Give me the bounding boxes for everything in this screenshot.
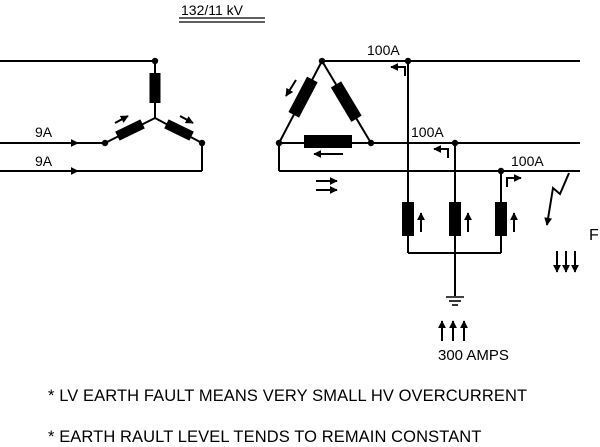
fault-label: F bbox=[589, 227, 599, 244]
earth-ground-icon bbox=[446, 296, 464, 306]
star-current-arrow-right bbox=[179, 115, 194, 124]
lv-current-label-3: 100A bbox=[511, 153, 544, 169]
ct-coil-2 bbox=[449, 202, 461, 236]
star-coil-top bbox=[149, 73, 161, 103]
delta-coil-bottom bbox=[304, 135, 352, 148]
ct-circuit bbox=[407, 61, 502, 296]
lv-current-label-2: 100A bbox=[411, 124, 444, 140]
star-node-left bbox=[101, 139, 109, 147]
star-winding-primary bbox=[0, 60, 203, 172]
ct-coil-1 bbox=[402, 202, 414, 236]
delta-coil-left bbox=[288, 76, 318, 118]
primary-current-label-2: 9A bbox=[35, 153, 53, 169]
ct-node-2 bbox=[451, 139, 459, 147]
star-coil-right bbox=[164, 119, 194, 141]
delta-node-left bbox=[275, 139, 283, 147]
ct-node-1 bbox=[404, 57, 412, 65]
star-coil-left bbox=[115, 119, 145, 141]
star-current-arrow-left bbox=[114, 115, 129, 124]
delta-coil-right bbox=[330, 81, 362, 122]
primary-current-label-1: 9A bbox=[35, 124, 53, 140]
ct-node-3 bbox=[497, 167, 505, 175]
delta-current-arrow-left bbox=[285, 79, 297, 97]
lv-current-arrow-3 bbox=[506, 174, 522, 187]
star-node-top bbox=[151, 57, 159, 65]
delta-node-top bbox=[318, 57, 326, 65]
ct-coil-3 bbox=[495, 202, 507, 236]
note-lv-earth-fault: * LV EARTH FAULT MEANS VERY SMALL HV OVE… bbox=[48, 387, 528, 405]
fault-zigzag-icon bbox=[544, 172, 570, 226]
star-node-right bbox=[198, 139, 206, 147]
transformer-ratio-title: 132/11 kV bbox=[181, 2, 244, 18]
earth-current-label: 300 AMPS bbox=[438, 347, 509, 364]
lv-current-arrow-2 bbox=[433, 145, 449, 158]
delta-node-right bbox=[367, 139, 375, 147]
lv-current-arrow-1 bbox=[390, 63, 406, 76]
lv-current-label-1: 100A bbox=[367, 42, 400, 58]
note-earth-fault-level: * EARTH RAULT LEVEL TENDS TO REMAIN CONS… bbox=[48, 428, 482, 446]
